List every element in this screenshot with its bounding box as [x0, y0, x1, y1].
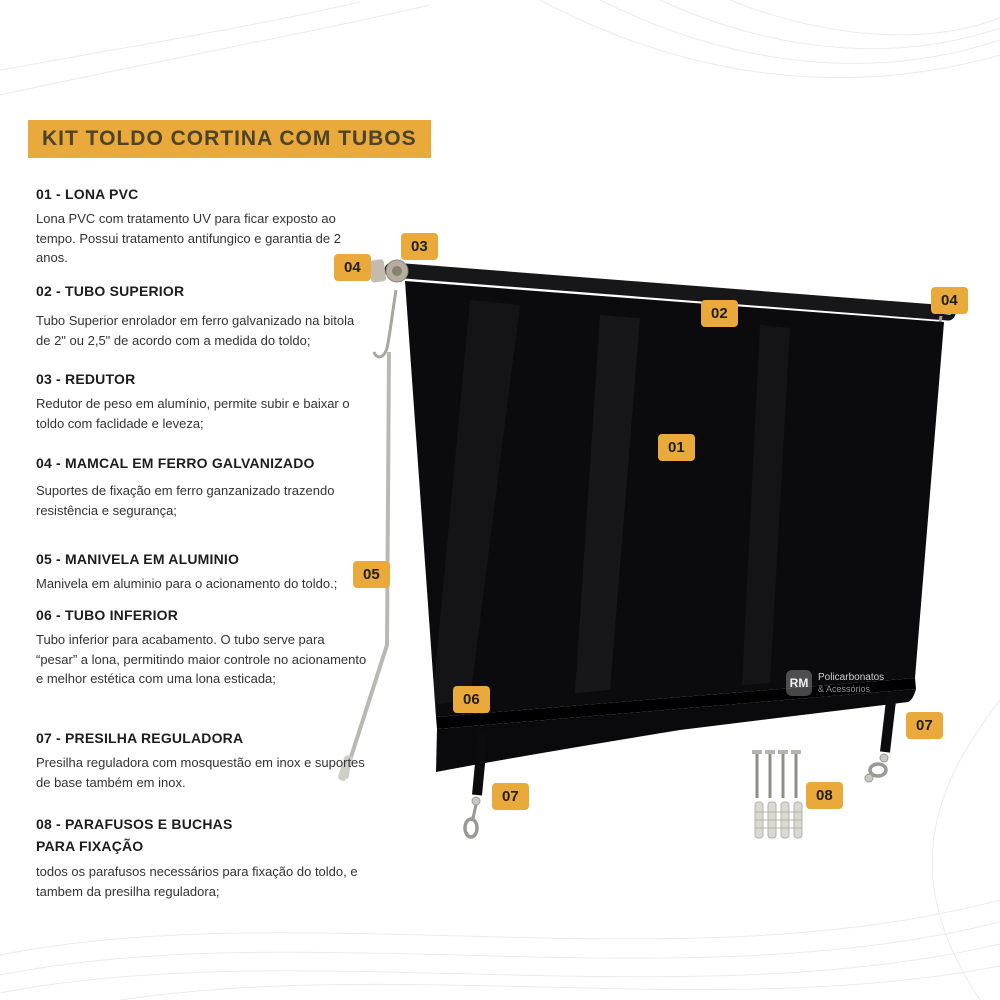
section-parafusos: 08 - PARAFUSOS E BUCHAS PARA FIXAÇÃO tod… [36, 814, 368, 901]
section-body: Suportes de fixação em ferro ganzanizado… [36, 483, 335, 518]
canvas-sheen [432, 300, 520, 705]
strap-left [472, 731, 488, 796]
section-body: Redutor de peso em alumínio, permite sub… [36, 396, 350, 431]
brand-watermark: RM Policarbonatos & Acessórios [786, 670, 884, 696]
section-heading: 04 - MAMCAL EM FERRO GALVANIZADO [36, 455, 315, 471]
callout-badge-04-left: 04 [334, 254, 371, 281]
callout-badge-07-right: 07 [906, 712, 943, 739]
section-body: Lona PVC com tratamento UV para ficar ex… [36, 211, 341, 265]
callout-badge-04-right: 04 [931, 287, 968, 314]
mounting-bracket-left [368, 259, 387, 283]
section-presilha: 07 - PRESILHA REGULADORA Presilha regula… [36, 730, 368, 792]
callout-badge-08: 08 [806, 782, 843, 809]
callout-badge-07-left: 07 [492, 783, 529, 810]
bottom-tube [436, 678, 916, 729]
section-heading: 06 - TUBO INFERIOR [36, 607, 179, 623]
section-body: todos os parafusos necessários para fixa… [36, 864, 358, 899]
section-body: Tubo inferior para acabamento. O tubo se… [36, 632, 367, 686]
section-heading: 07 - PRESILHA REGULADORA [36, 730, 244, 746]
section-heading: 03 - REDUTOR [36, 371, 136, 387]
strap-right [880, 691, 897, 753]
hook-left [463, 796, 481, 839]
section-heading: 02 - TUBO SUPERIOR [36, 283, 185, 299]
section-body: Manivela em aluminio para o acionamento … [36, 576, 338, 591]
valance-flap [436, 689, 916, 772]
canvas-sheen [575, 315, 640, 693]
brand-name-line2: & Acessórios [818, 683, 871, 694]
page-title: KIT TOLDO CORTINA COM TUBOS [28, 120, 431, 158]
callout-badge-01: 01 [658, 434, 695, 461]
dowels [754, 801, 803, 839]
callout-badge-06: 06 [453, 686, 490, 713]
section-body: Tubo Superior enrolador em ferro galvani… [36, 313, 355, 348]
section-heading: 05 - MANIVELA EM ALUMINIO [36, 551, 240, 567]
hook-right [864, 753, 889, 783]
section-lona-pvc: 01 - LONA PVC Lona PVC com tratamento UV… [36, 186, 368, 268]
section-heading: 08 - PARAFUSOS E BUCHAS PARA FIXAÇÃO [36, 816, 233, 854]
brand-logo: RM [786, 670, 812, 696]
callout-badge-02: 02 [701, 300, 738, 327]
callout-badge-03: 03 [401, 233, 438, 260]
section-heading: 01 - LONA PVC [36, 186, 139, 202]
screws [752, 750, 801, 798]
section-manivela: 05 - MANIVELA EM ALUMINIO Manivela em al… [36, 551, 368, 594]
page-title-text: KIT TOLDO CORTINA COM TUBOS [42, 127, 417, 150]
canvas-lona [405, 281, 944, 717]
section-tubo-inferior: 06 - TUBO INFERIOR Tubo inferior para ac… [36, 607, 368, 689]
callout-badge-05: 05 [353, 561, 390, 588]
brand-name: Policarbonatos & Acessórios [818, 672, 884, 694]
hanging-hook-icon [372, 289, 398, 359]
crank-grip [338, 755, 353, 781]
product-illustration [338, 259, 956, 839]
section-tubo-superior: 02 - TUBO SUPERIOR Tubo Superior enrolad… [36, 283, 368, 350]
section-mamcal: 04 - MAMCAL EM FERRO GALVANIZADO Suporte… [36, 455, 368, 520]
reducer-cap-center [392, 266, 402, 276]
canvas-sheen [742, 325, 790, 685]
section-redutor: 03 - REDUTOR Redutor de peso em alumínio… [36, 371, 368, 433]
brand-name-line1: Policarbonatos [818, 672, 885, 684]
section-body: Presilha reguladora com mosquestão em in… [36, 755, 365, 790]
top-tube [384, 262, 956, 321]
